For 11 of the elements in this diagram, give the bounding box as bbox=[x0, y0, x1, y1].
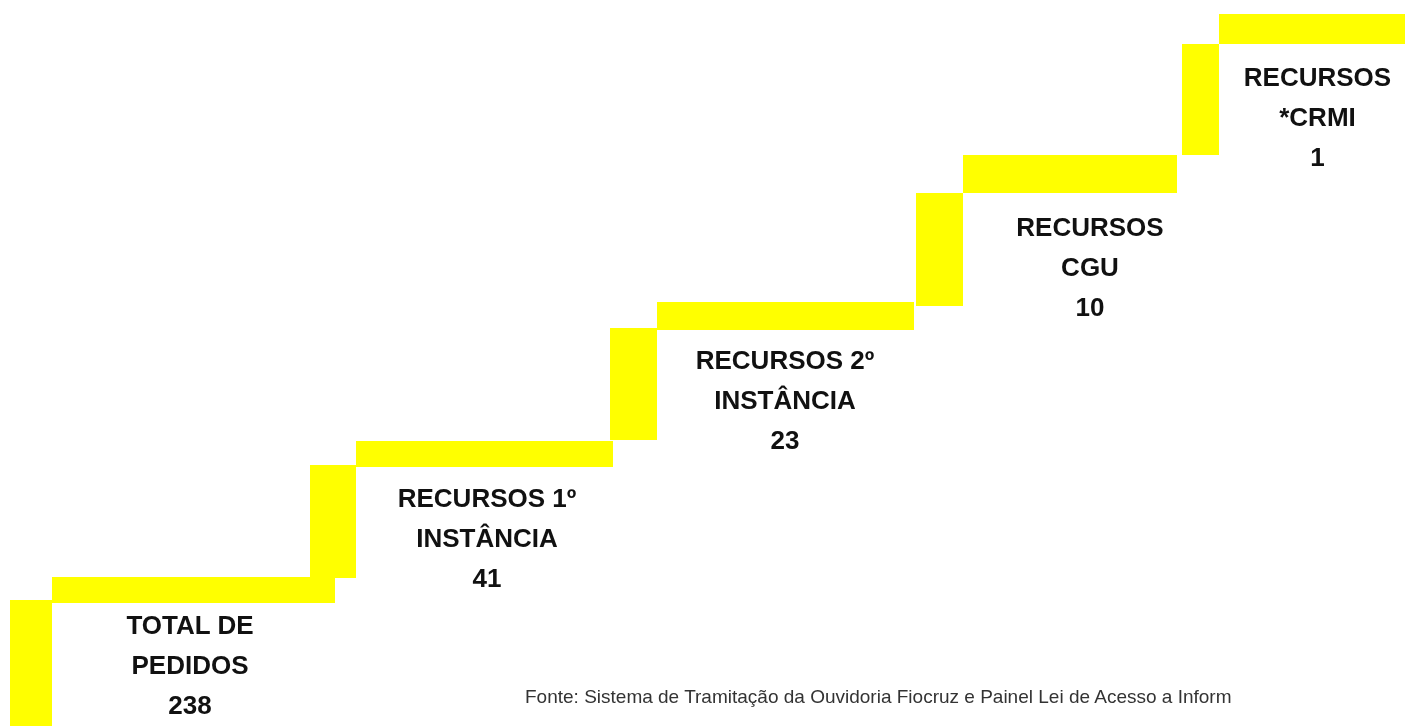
source-note: Fonte: Sistema de Tramitação da Ouvidoria Fiocruz e Painel Lei de Acesso a Inform bbox=[525, 686, 1232, 708]
step-title: RECURSOS 1º INSTÂNCIA bbox=[396, 482, 578, 555]
step-count: 238 bbox=[167, 689, 213, 722]
step-count: 41 bbox=[471, 562, 503, 595]
step-title: RECURSOS 2º INSTÂNCIA bbox=[694, 344, 876, 417]
step-title: TOTAL DE PEDIDOS bbox=[125, 609, 255, 682]
step-count: 1 bbox=[1309, 141, 1326, 174]
step-count: 10 bbox=[1074, 291, 1106, 324]
step-count: 23 bbox=[769, 424, 801, 457]
step-title: RECURSOS *CRMI bbox=[1242, 61, 1393, 134]
step-title: RECURSOS CGU bbox=[1015, 211, 1165, 284]
